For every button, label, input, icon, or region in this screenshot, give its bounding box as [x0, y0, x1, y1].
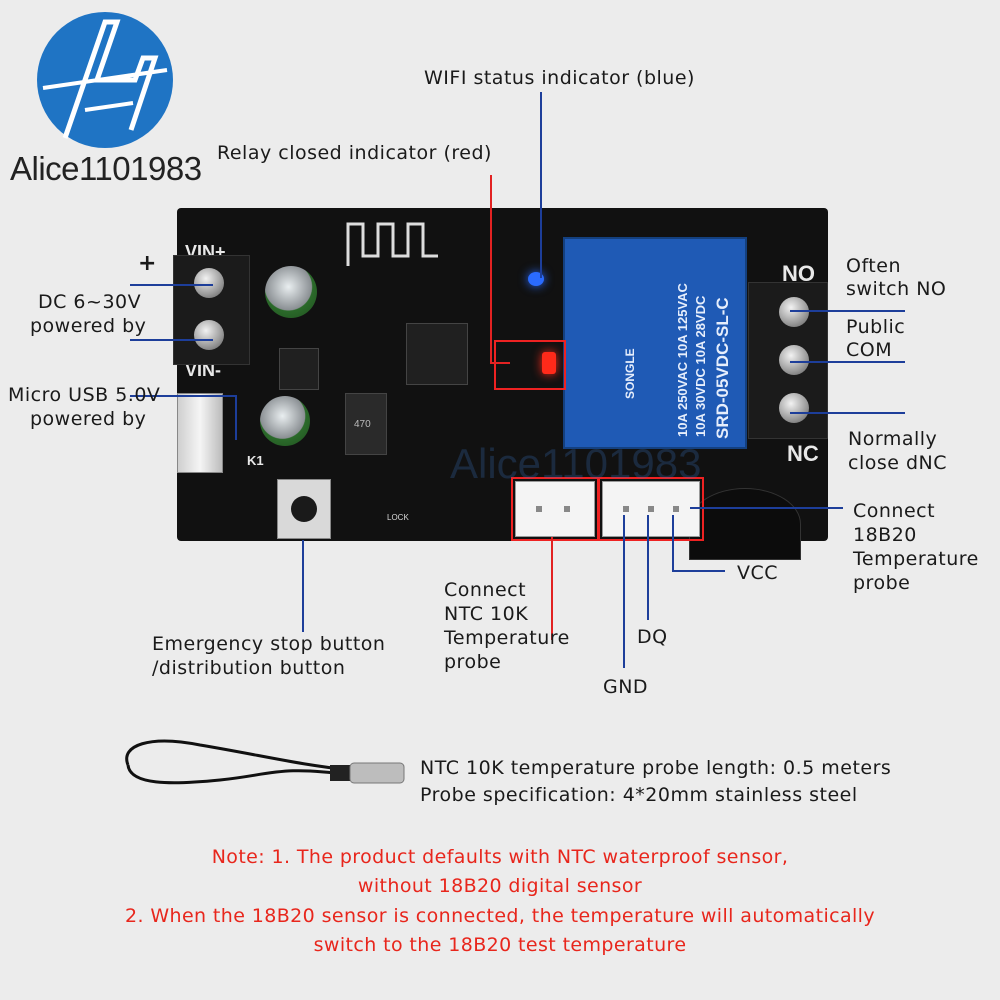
logo-emblem-icon — [37, 12, 173, 148]
emergency-stop-button — [277, 479, 331, 539]
b20-label-line4: probe — [853, 572, 911, 594]
b20-label-line3: Temperature — [853, 548, 979, 570]
watermark-text: Alice1101983 — [450, 440, 702, 487]
dq-label: DQ — [637, 626, 668, 648]
capacitor-bottom — [260, 396, 310, 446]
screw-nc-icon — [779, 393, 809, 423]
k1-silk: K1 — [247, 453, 264, 468]
button-cap — [291, 496, 317, 522]
estop-label-line1: Emergency stop button — [152, 633, 386, 655]
relay-led — [542, 352, 556, 374]
estop-label-line2: /distribution button — [152, 657, 346, 679]
no-silk: NO — [782, 261, 815, 286]
gnd-label: GND — [603, 676, 649, 698]
note-line1: Note: 1. The product defaults with NTC w… — [211, 846, 789, 868]
com-label-line1: Public — [846, 316, 906, 338]
relay-indicator-label: Relay closed indicator (red) — [217, 142, 492, 164]
microcontroller-chip — [406, 323, 468, 385]
vin-minus-silk: VIN- — [185, 360, 221, 380]
nc-label-line1: Normally — [848, 428, 938, 450]
ds18b20-connector — [602, 481, 700, 537]
dc-label-line2: powered by — [30, 315, 147, 337]
inductor: 470 — [345, 393, 387, 455]
ntc-connector — [515, 481, 595, 537]
ntc-label-line1: Connect — [444, 579, 527, 601]
lock-silk: LOCK — [387, 513, 409, 522]
relay-led-callout-line — [490, 175, 510, 364]
wifi-indicator-label: WIFI status indicator (blue) — [424, 67, 695, 89]
buzzer — [689, 488, 801, 560]
screw-com-icon — [779, 345, 809, 375]
usb-label-line2: powered by — [30, 408, 147, 430]
vcc-callout-line — [672, 515, 725, 572]
vcc-label: VCC — [737, 562, 779, 584]
b20-label-line2: 18B20 — [853, 524, 917, 546]
capacitor-top — [265, 266, 317, 318]
power-terminal-block — [173, 255, 250, 365]
usb-label-line1: Micro USB 5.0V — [8, 384, 161, 406]
note-line2: without 18B20 digital sensor — [357, 875, 643, 897]
ntc-probe-image — [125, 739, 405, 785]
logo-text: Alice1101983 — [10, 150, 202, 187]
relay-led-highlight — [494, 340, 566, 390]
b20-label-line1: Connect — [853, 500, 936, 522]
nc-label-line2: close dNC — [848, 452, 948, 474]
micro-usb-port — [177, 393, 223, 473]
screw-vin-minus-icon — [194, 320, 224, 350]
note-line4: switch to the 18B20 test temperature — [313, 934, 687, 956]
relay: SONGLE 10A 250VAC 10A 125VAC 10A 30VDC 1… — [563, 237, 747, 449]
ntc-label-line4: probe — [444, 651, 502, 673]
com-label-line2: COM — [846, 339, 893, 361]
wifi-antenna-trace-icon — [346, 222, 438, 266]
probe-spec-text: Probe specification: 4*20mm stainless st… — [420, 784, 858, 806]
usb-callout-line — [130, 395, 237, 440]
ntc-label-line3: Temperature — [444, 627, 570, 649]
ntc-label-line2: NTC 10K — [444, 603, 529, 625]
note-line3: 2. When the 18B20 sensor is connected, t… — [124, 905, 876, 927]
screw-vin-plus-icon — [194, 268, 224, 298]
nc-silk: NC — [787, 441, 819, 466]
regulator-chip — [279, 348, 319, 390]
plus-label: + — [138, 251, 157, 276]
no-label-line1: Often — [846, 255, 901, 277]
dc-label-line1: DC 6~30V — [38, 291, 142, 313]
no-label-line2: switch NO — [846, 278, 947, 300]
probe-length-text: NTC 10K temperature probe length: 0.5 me… — [420, 757, 892, 779]
